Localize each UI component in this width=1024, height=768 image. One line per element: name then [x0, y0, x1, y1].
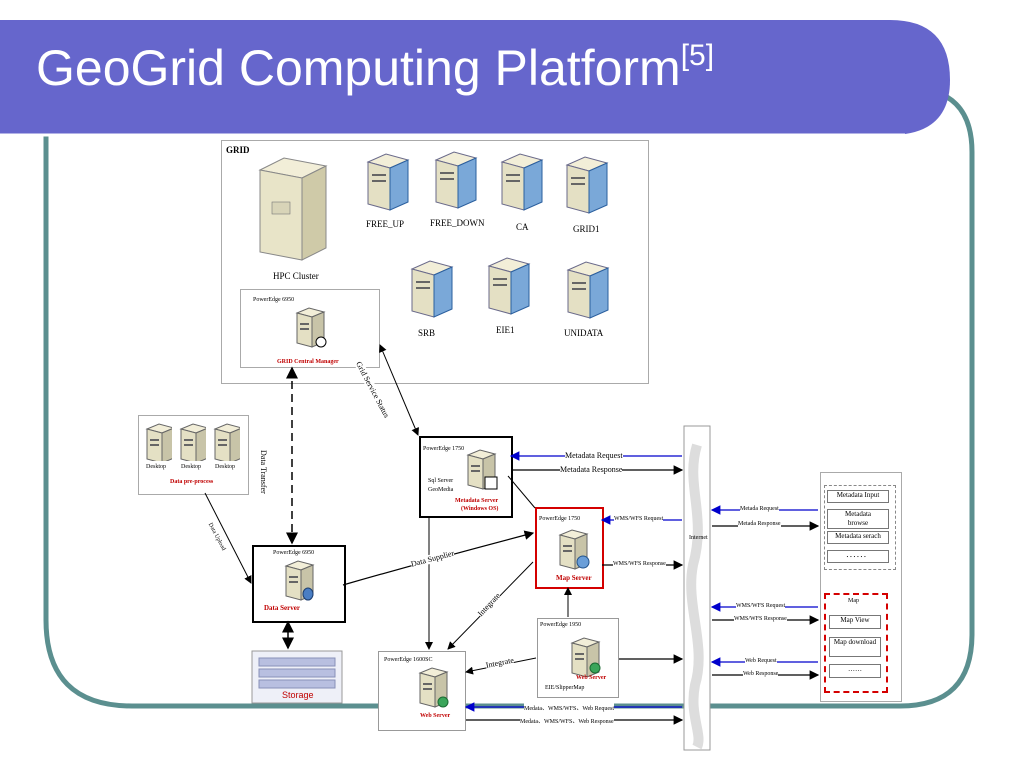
metadata-map-line	[507, 475, 536, 509]
metadata-input-item[interactable]: Metadata Input	[827, 490, 889, 503]
map-server-icon	[559, 529, 590, 570]
desktop-1-label: Desktop	[146, 464, 166, 470]
page-title: GeoGrid Computing Platform[5]	[36, 38, 714, 98]
map-group-header: Map	[848, 598, 859, 604]
client-metadata-request-label: Metada Request	[740, 506, 779, 512]
client-wms-request-label: WMS/WFS Request	[736, 603, 786, 609]
grid-label: GRID	[226, 145, 250, 155]
web-server-1600-icon	[419, 667, 449, 708]
metadata-server-os: (Windows OS)	[461, 506, 499, 512]
web-server-1600-name: Web Server	[420, 713, 451, 719]
server-label-ca: CA	[516, 222, 529, 232]
map-download-item[interactable]: Map download	[829, 637, 881, 657]
map-view-item[interactable]: Map View	[829, 615, 881, 629]
storage-icon	[251, 650, 343, 704]
metadata-server-box	[419, 436, 513, 518]
client-metadata-response-label: Metada Response	[738, 521, 781, 527]
wms-response-label: WMS/WFS Response	[613, 561, 666, 567]
data-server-model: PowerEdge 6950	[273, 550, 315, 556]
grid-central-model: PowerEdge 6950	[253, 297, 295, 303]
server-label-free-down: FREE_DOWN	[430, 218, 485, 228]
client-web-request-label: Web Request	[745, 658, 777, 664]
map-server-name: Map Server	[556, 574, 592, 582]
metadata-server-icon	[467, 449, 498, 490]
storage-label: Storage	[282, 690, 314, 700]
metadata-server-model: PowerEdge 1750	[423, 446, 465, 452]
data-preprocess-name: Data pre-process	[170, 479, 214, 485]
data-upload-arrow	[204, 492, 252, 584]
metadata-browse-item[interactable]: Metadata browse	[827, 509, 889, 529]
frame-outline	[43, 85, 975, 709]
server-label-unidata: UNIDATA	[564, 328, 604, 338]
data-server-icon	[285, 560, 314, 601]
bottom-request-label: Medata、WMS/WFS、Web Request	[524, 703, 615, 712]
bottom-response-label: Medata、WMS/WFS、Web Response	[520, 716, 614, 725]
map-more-item: ……	[829, 664, 881, 678]
title-reference: [5]	[680, 39, 715, 73]
web-server-1950-icon	[571, 637, 601, 677]
metadata-server-name: Metadata Server	[455, 498, 499, 504]
web-server-1950-model: PowerEdge 1950	[540, 622, 582, 628]
server-label-grid1: GRID1	[573, 224, 600, 234]
data-server-name: Data Server	[264, 604, 300, 612]
metadata-server-sw1: Sql Server	[428, 478, 454, 484]
web-server-1950-software: EIE/SlipperMap	[545, 685, 585, 691]
internet-cloud-icon	[683, 425, 711, 751]
title-text: GeoGrid Computing Platform	[36, 40, 681, 96]
metadata-response-label: Metadata Response	[560, 465, 623, 474]
hpc-cluster-label: HPC Cluster	[273, 271, 319, 281]
grid-central-name: GRID Central Manager	[277, 359, 339, 365]
hpc-cluster-icon	[258, 157, 328, 261]
web-server-1950-name: Web Server	[576, 675, 607, 681]
web-server-1600-model: PowerEdge 1600SC	[384, 657, 433, 663]
metadata-request-label: Metadata Request	[565, 451, 623, 460]
grid-service-arrow	[379, 344, 419, 436]
desktop-2-label: Desktop	[181, 464, 201, 470]
client-web-response-label: Web Response	[743, 671, 779, 677]
desktop-3-label: Desktop	[215, 464, 235, 470]
metadata-search-item[interactable]: Metadata serach	[827, 531, 889, 544]
client-wms-response-label: WMS/WFS Response	[734, 616, 787, 622]
server-label-eie1: EIE1	[496, 325, 515, 335]
internet-label: Internet	[689, 535, 708, 541]
wms-request-label: WMS/WFS Request	[614, 516, 664, 522]
metadata-server-sw2: GeoMedia	[428, 487, 454, 493]
map-server-model: PowerEdge 1750	[539, 516, 581, 522]
data-transfer-label: Data Transfer	[259, 450, 268, 494]
metadata-more-item: ．．．．．．	[827, 550, 889, 563]
server-label-free-up: FREE_UP	[366, 219, 405, 229]
title-banner	[0, 20, 950, 135]
central-manager-server-icon	[296, 307, 327, 348]
server-label-srb: SRB	[418, 328, 436, 338]
